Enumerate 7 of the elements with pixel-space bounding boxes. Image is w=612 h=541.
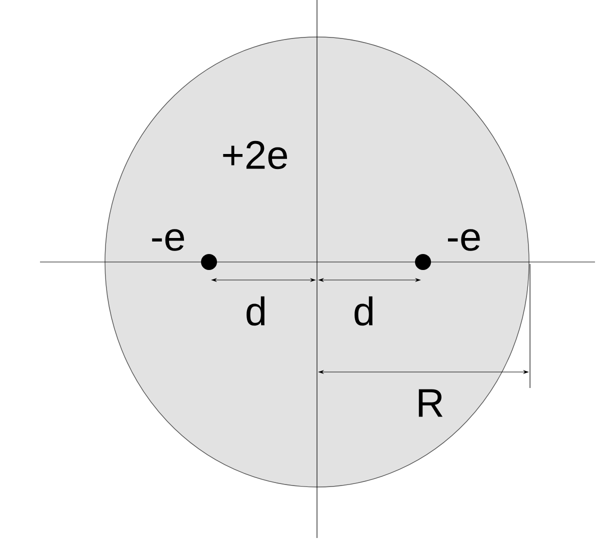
charge-dot bbox=[201, 254, 217, 270]
dimension-label: d bbox=[354, 296, 373, 326]
dimension-label: R bbox=[418, 389, 443, 417]
charge-label: -e bbox=[448, 229, 480, 251]
charge-dot bbox=[415, 254, 431, 270]
charge-label: -e bbox=[152, 229, 184, 251]
dimension-label: d bbox=[246, 296, 265, 326]
